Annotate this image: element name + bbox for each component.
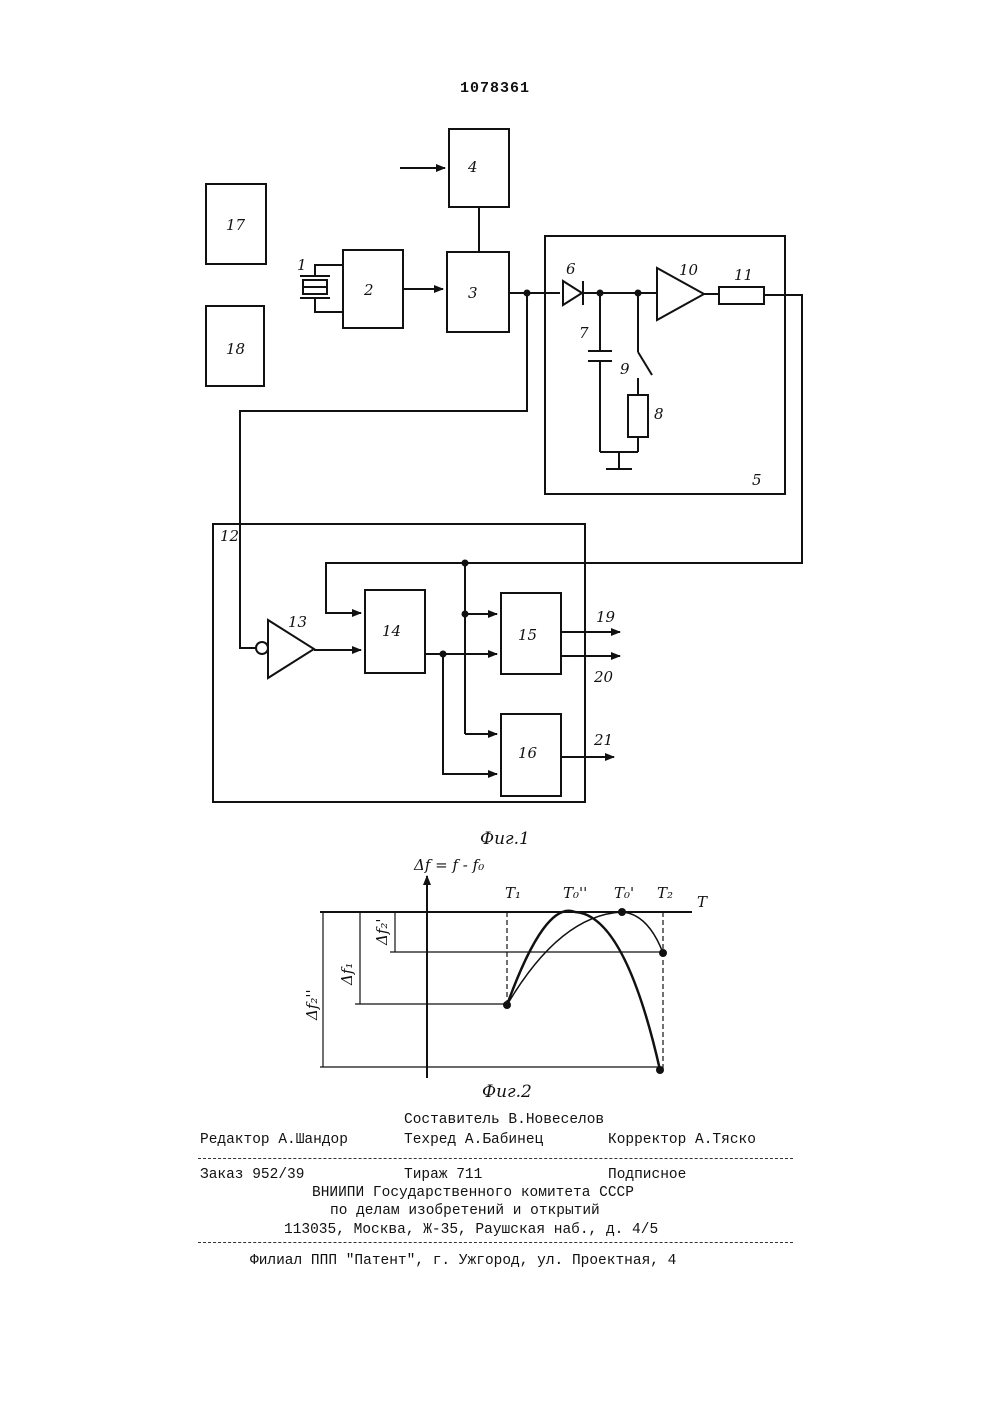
- label-5: 5: [752, 471, 762, 489]
- label-18: 18: [226, 340, 245, 358]
- label-t0-double-prime: T₀'': [563, 884, 587, 902]
- x-axis-label: T: [697, 893, 708, 911]
- label-3: 3: [468, 284, 478, 302]
- figure-1-diagram: 4 17 18 1 2 3 6 7 9 8 10 11 5 12 13 14 1…: [0, 0, 1000, 1100]
- divider-top: [198, 1158, 793, 1159]
- label-4: 4: [467, 158, 478, 176]
- label-8: 8: [654, 405, 664, 423]
- block-3: [447, 252, 509, 332]
- label-t1: T₁: [505, 884, 521, 902]
- figure-1-caption: Фиг.1: [480, 829, 530, 849]
- organization-line-2: по делам изобретений и открытий: [330, 1201, 600, 1221]
- editor: Редактор А.Шандор: [200, 1130, 348, 1150]
- label-15: 15: [518, 626, 537, 644]
- label-21: 21: [593, 731, 613, 749]
- label-7: 7: [579, 324, 589, 342]
- label-1: 1: [297, 256, 307, 274]
- label-12: 12: [220, 527, 239, 545]
- label-20: 20: [593, 668, 614, 686]
- label-6: 6: [566, 260, 576, 278]
- switch-9: [638, 352, 652, 375]
- branch: Филиал ППП "Патент", г. Ужгород, ул. Про…: [250, 1251, 676, 1271]
- label-16: 16: [518, 744, 538, 762]
- label-11: 11: [734, 266, 753, 284]
- subscription: Подписное: [608, 1165, 686, 1185]
- address: 113035, Москва, Ж-35, Раушская наб., д. …: [284, 1220, 658, 1240]
- print-run: Тираж 711: [404, 1165, 482, 1185]
- label-2: 2: [363, 281, 374, 299]
- block-4: [449, 129, 509, 207]
- label-13: 13: [288, 613, 307, 631]
- label-delta-f1: Δf₁: [338, 963, 356, 986]
- inverter-bubble: [256, 642, 268, 654]
- resistor-11: [719, 287, 764, 304]
- label-10: 10: [679, 261, 699, 279]
- label-delta-f2-double-prime: Δf₂'': [303, 989, 321, 1021]
- label-t0-prime: T₀': [614, 884, 634, 902]
- y-axis-label: Δf = f - f₀: [413, 856, 484, 874]
- organization-line-1: ВНИИПИ Государственного комитета СССР: [312, 1183, 634, 1203]
- label-delta-f2-prime: Δf₂': [373, 918, 391, 946]
- corrector: Корректор А.Тяско: [608, 1130, 756, 1150]
- diode-6: [563, 281, 582, 305]
- figure-2-caption: Фиг.2: [482, 1082, 532, 1100]
- label-t2: T₂: [657, 884, 673, 902]
- label-14: 14: [382, 622, 401, 640]
- label-17: 17: [226, 216, 246, 234]
- order-number: Заказ 952/39: [200, 1165, 304, 1185]
- label-19: 19: [596, 608, 616, 626]
- techred: Техред А.Бабинец: [404, 1130, 543, 1150]
- figure-2-graph: [320, 876, 692, 1078]
- compiler: Составитель В.Новеселов: [404, 1110, 604, 1130]
- label-9: 9: [620, 360, 630, 378]
- divider-bottom: [198, 1242, 793, 1243]
- resistor-8: [628, 395, 648, 437]
